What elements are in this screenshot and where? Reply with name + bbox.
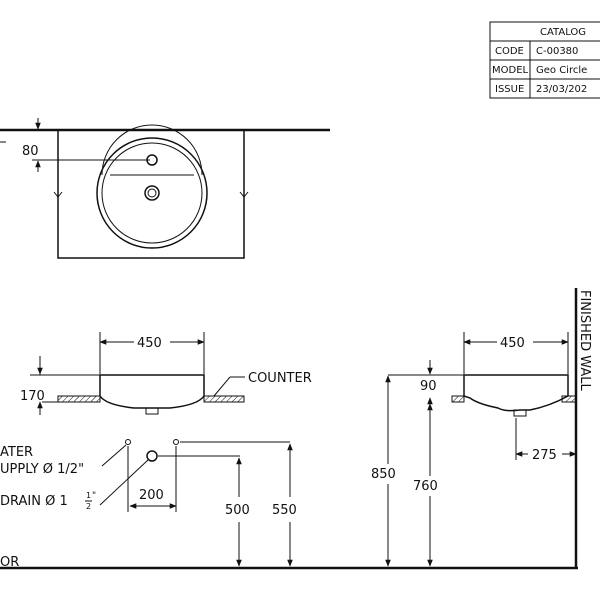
supply-point-left: [125, 439, 131, 445]
finished-wall-label: FINISHED WALL: [577, 290, 592, 392]
title-block-code-value: C-00380: [536, 46, 578, 57]
side-view: FINISHED WALL 450 90 275 850 760: [371, 288, 592, 568]
dim-drain-height: 500: [225, 503, 250, 518]
drain-fraction-den: 2: [86, 502, 91, 511]
title-block-issue-key: ISSUE: [495, 84, 524, 95]
title-block: CATALOG CODE C-00380 MODEL Geo Circle IS…: [489, 21, 600, 99]
side-dim-wall-offset: 275: [532, 448, 557, 463]
title-block-header: CATALOG: [540, 27, 586, 38]
front-basin-body: [99, 374, 205, 409]
side-dim-counter-top: 90: [420, 379, 437, 394]
side-basin-body: [463, 374, 569, 412]
floor-label: OR: [0, 555, 19, 570]
drain-fraction-num: 1: [86, 491, 91, 500]
drain-point: [146, 450, 158, 462]
front-view: 450 170 COUNTER ATER UPPLY Ø 1/2" DRAIN …: [0, 332, 312, 570]
title-block-code-key: CODE: [495, 46, 524, 57]
title-block-model-key: MODEL: [492, 65, 529, 76]
drain-label: DRAIN Ø 1: [0, 494, 68, 509]
drain-inner: [147, 188, 157, 198]
front-dim-height: 170: [20, 389, 45, 404]
side-dim-width: 450: [500, 336, 525, 351]
plan-view: 80: [0, 118, 330, 259]
dim-faucet-offset: 80: [22, 144, 39, 159]
dim-supply-height: 550: [272, 503, 297, 518]
water-supply-label-line2: UPPLY Ø 1/2": [0, 462, 84, 477]
side-dim-counter-height: 850: [371, 467, 396, 482]
drain-outer: [144, 185, 160, 201]
front-dim-width: 450: [137, 336, 162, 351]
drain-fraction-suffix: ": [92, 491, 96, 501]
basin-outer-rim: [96, 137, 208, 249]
side-dim-basin-height: 760: [413, 479, 438, 494]
dim-spacing: 200: [139, 488, 164, 503]
water-supply-label-line1: ATER: [0, 445, 33, 460]
counter-label: COUNTER: [248, 371, 312, 386]
supply-point-right: [173, 439, 179, 445]
title-block-issue-value: 23/03/202: [536, 84, 587, 95]
title-block-model-value: Geo Circle: [536, 65, 587, 76]
basin-inner-rim: [101, 142, 203, 244]
